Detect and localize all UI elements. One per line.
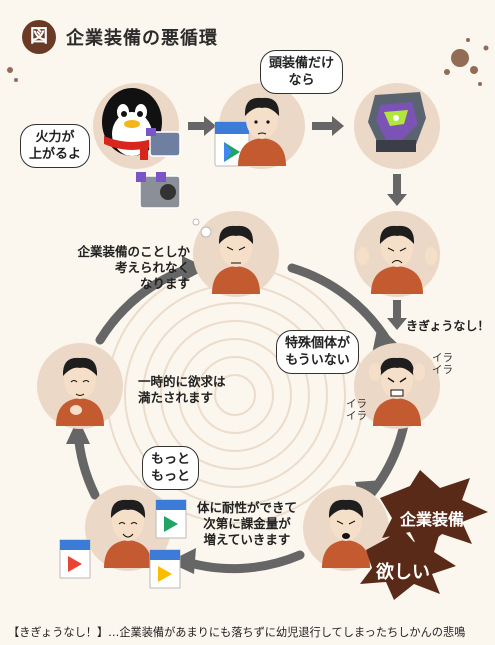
person-node-7 — [56, 357, 104, 426]
person-node-2 — [238, 97, 286, 166]
burst-label-1: 企業装備 — [400, 510, 465, 529]
helmet-icon — [368, 92, 426, 152]
person-node-6 — [369, 357, 425, 426]
splatter-decoration — [7, 38, 489, 86]
person-node-4 — [357, 225, 437, 294]
irairi-label-2: イラ イラ — [346, 398, 367, 422]
figure-badge: 図 — [22, 20, 56, 54]
person-node-9 — [322, 499, 370, 568]
irairi-label-1: イラ イラ — [432, 352, 453, 376]
gift-card-stack-icon — [59, 499, 187, 589]
kigyounashi-label: きぎょうなし！ — [406, 319, 490, 333]
thought-dots — [192, 218, 212, 238]
penguin-icon — [102, 88, 162, 160]
motto-bubble: もっと もっと — [142, 446, 200, 490]
top-arrows — [188, 116, 407, 330]
firepower-bubble: 火力が 上がるよ — [20, 124, 91, 168]
head-only-bubble: 頭装備だけ なら — [260, 50, 344, 94]
temporarily-label: 一時的に欲求は 満たされます — [138, 374, 226, 405]
person-node-8 — [104, 499, 152, 568]
equipment-card-icons — [136, 128, 181, 209]
tolerance-label: 体に耐性ができて 次第に課金量が 増えていきます — [196, 500, 297, 547]
only-think-label: 企業装備のことしか 考えられなく なります — [77, 244, 190, 291]
person-node-5 — [212, 225, 260, 294]
tokushu-bubble: 特殊個体が もういない — [276, 330, 360, 374]
page-title: 企業装備の悪循環 — [66, 28, 218, 49]
burst-label-2: 欲しい — [376, 562, 430, 583]
figure-caption: 【きぎょうなし！】…企業装備があまりにも落ちずに幼児退行してしまったちしかんの悲… — [8, 626, 466, 639]
want-burst-shapes — [360, 470, 488, 600]
